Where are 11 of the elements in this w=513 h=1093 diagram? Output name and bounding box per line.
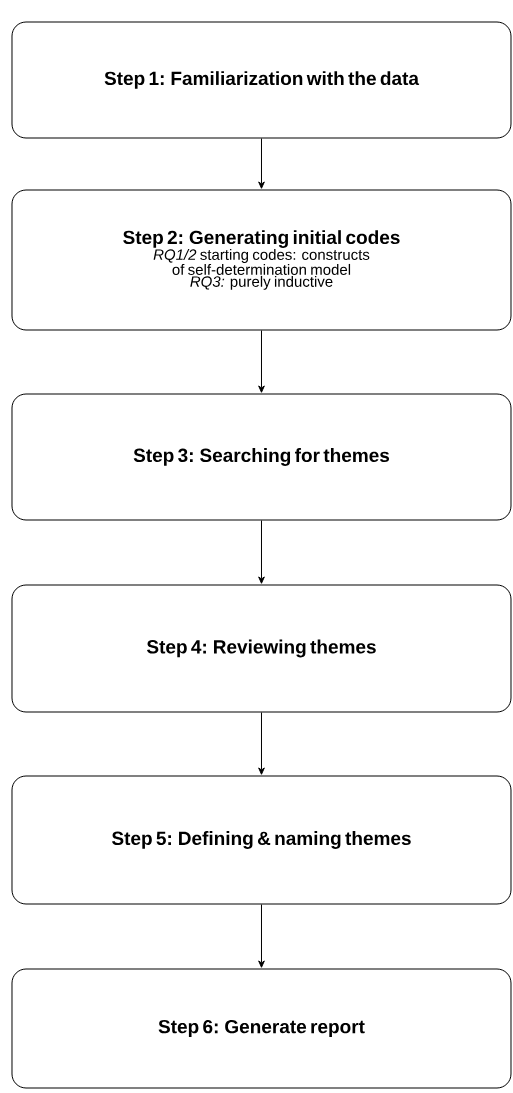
arrow xyxy=(258,520,265,584)
process-box: Step 3: Searching for themes xyxy=(11,393,512,521)
arrow xyxy=(258,330,265,393)
process-box: Step 1: Familiarization with the data xyxy=(11,21,512,139)
process-box: Step 2: Generating initial codes RQ1/2 starting codes: constructs of self-determination model RQ3: purely inductive xyxy=(11,189,512,331)
process-box: Step 5: Defining & naming themes xyxy=(11,775,512,905)
arrow xyxy=(258,138,265,189)
arrow xyxy=(258,712,265,775)
process-box: Step 6: Generate report xyxy=(11,968,512,1089)
arrow xyxy=(258,904,265,968)
process-box: Step 4: Reviewing themes xyxy=(11,584,512,713)
